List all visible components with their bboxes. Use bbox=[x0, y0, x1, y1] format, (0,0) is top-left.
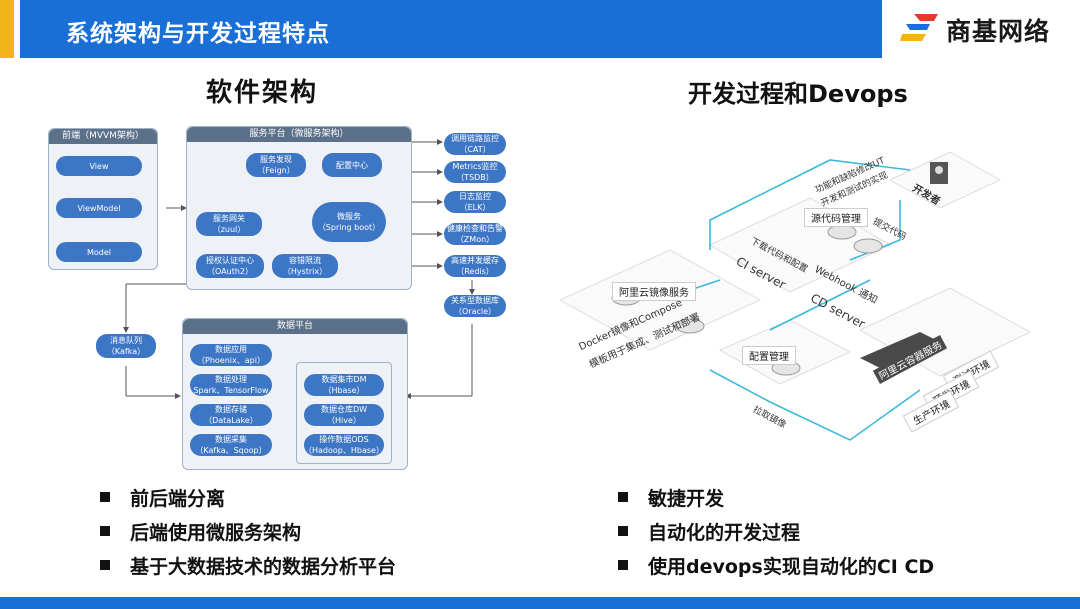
microservice-pill: 微服务 （Spring boot） bbox=[312, 202, 386, 242]
gateway-label: 服务网关 bbox=[213, 214, 245, 223]
data-storage-sub: （DataLake） bbox=[204, 416, 258, 425]
auth-center-sub: （OAuth2） bbox=[207, 267, 253, 276]
data-collection-pill: 数据采集 （Kafka、Sqoop） bbox=[190, 434, 272, 456]
header-accent bbox=[0, 0, 14, 58]
gateway-pill: 服务网关 （zuul） bbox=[196, 212, 262, 236]
data-processing-sub: Spark、TensorFlow bbox=[193, 386, 269, 395]
right-bullet-2-text: 自动化的开发过程 bbox=[648, 522, 801, 544]
data-storage-pill: 数据存储 （DataLake） bbox=[190, 404, 272, 426]
service-discovery-pill: 服务发现 （Feign） bbox=[246, 153, 306, 177]
bullet-square-icon bbox=[100, 492, 110, 502]
hystrix-pill: 容错限流 （Hystrix） bbox=[272, 254, 338, 278]
left-bullet-2: 后端使用微服务架构 bbox=[100, 518, 301, 545]
view-pill: View bbox=[56, 156, 142, 176]
right-bullet-2: 自动化的开发过程 bbox=[618, 518, 800, 545]
bullet-square-icon bbox=[618, 526, 628, 536]
ods-label: 操作数据ODS bbox=[319, 435, 369, 444]
monitor-zmon-label: 健康检查和告警 bbox=[447, 224, 503, 233]
db-oracle-sub: （Oracle） bbox=[453, 307, 497, 316]
monitor-elk-label: 日志监控 bbox=[459, 192, 491, 201]
data-platform-title: 数据平台 bbox=[183, 319, 407, 334]
left-bullet-1: 前后端分离 bbox=[100, 484, 225, 511]
monitor-zmon: 健康检查和告警 （ZMon） bbox=[444, 223, 506, 245]
data-warehouse-label: 数据仓库DW bbox=[320, 405, 368, 414]
microservice-sub: （Spring boot） bbox=[317, 223, 381, 232]
monitor-tsdb-sub: （TSDB） bbox=[456, 173, 494, 182]
logo-icon bbox=[900, 14, 938, 41]
cache-redis: 高速并发缓存 （Redis） bbox=[444, 255, 506, 277]
monitor-cat-sub: （CAT） bbox=[459, 145, 491, 154]
data-mart-pill: 数据集市DM （Hbase） bbox=[304, 374, 384, 396]
message-queue-pill: 消息队列 （Kafka） bbox=[96, 334, 156, 358]
right-bullet-3-text: 使用devops实现自动化的CI CD bbox=[648, 556, 935, 578]
hystrix-label: 容错限流 bbox=[289, 256, 321, 265]
left-bullet-3-text: 基于大数据技术的数据分析平台 bbox=[130, 556, 397, 578]
left-bullet-1-text: 前后端分离 bbox=[130, 488, 226, 510]
service-discovery-sub: （Feign） bbox=[257, 166, 295, 175]
right-bullet-1-text: 敏捷开发 bbox=[648, 488, 725, 510]
data-app-label: 数据应用 bbox=[215, 345, 247, 354]
service-discovery-label: 服务发现 bbox=[260, 155, 292, 164]
data-mart-sub: （Hbase） bbox=[323, 386, 365, 395]
bullet-square-icon bbox=[100, 560, 110, 570]
monitor-tsdb-label: Metrics监控 bbox=[452, 162, 498, 171]
data-mart-label: 数据集市DM bbox=[321, 375, 367, 384]
monitor-zmon-sub: （ZMon） bbox=[455, 235, 495, 244]
aliyun-registry-label: 阿里云镜像服务 bbox=[612, 282, 696, 301]
company-logo: 商基网络 bbox=[896, 6, 1076, 50]
message-queue-sub: （Kafka） bbox=[106, 347, 146, 356]
monitor-cat-label: 调用链路监控 bbox=[451, 134, 499, 143]
monitor-tsdb: Metrics监控 （TSDB） bbox=[444, 161, 506, 183]
data-app-sub: （Phoenix、api） bbox=[197, 356, 265, 365]
hystrix-sub: （Hystrix） bbox=[282, 267, 328, 276]
service-platform-title: 服务平台（微服务架构） bbox=[187, 127, 411, 142]
header-bar bbox=[20, 0, 882, 58]
data-processing-label: 数据处理 bbox=[215, 375, 247, 384]
left-bullet-2-text: 后端使用微服务架构 bbox=[130, 522, 302, 544]
data-collection-label: 数据采集 bbox=[215, 435, 247, 444]
footer-bar bbox=[0, 597, 1080, 609]
viewmodel-pill: ViewModel bbox=[56, 198, 142, 218]
config-center-pill: 配置中心 bbox=[322, 153, 382, 177]
slide-title: 系统架构与开发过程特点 bbox=[66, 21, 330, 47]
data-storage-label: 数据存储 bbox=[215, 405, 247, 414]
cache-redis-label: 高速并发缓存 bbox=[451, 256, 499, 265]
right-bullet-3: 使用devops实现自动化的CI CD bbox=[618, 552, 934, 579]
auth-center-label: 授权认证中心 bbox=[206, 256, 254, 265]
bullet-square-icon bbox=[618, 560, 628, 570]
monitor-elk-sub: （ELK） bbox=[459, 203, 491, 212]
logo-text: 商基网络 bbox=[946, 17, 1051, 46]
data-warehouse-group bbox=[296, 362, 392, 464]
data-processing-pill: 数据处理 Spark、TensorFlow bbox=[190, 374, 272, 396]
db-oracle: 关系型数据库 （Oracle） bbox=[444, 295, 506, 317]
data-warehouse-pill: 数据仓库DW （Hive） bbox=[304, 404, 384, 426]
gateway-sub: （zuul） bbox=[212, 225, 246, 234]
data-app-pill: 数据应用 （Phoenix、api） bbox=[190, 344, 272, 366]
auth-center-pill: 授权认证中心 （OAuth2） bbox=[196, 254, 264, 278]
bullet-square-icon bbox=[618, 492, 628, 502]
source-code-label: 源代码管理 bbox=[804, 208, 868, 227]
left-bullet-3: 基于大数据技术的数据分析平台 bbox=[100, 552, 396, 579]
db-oracle-label: 关系型数据库 bbox=[451, 296, 499, 305]
frontend-panel-title: 前端（MVVM架构） bbox=[49, 129, 157, 144]
ods-pill: 操作数据ODS （Hadoop、Hbase） bbox=[304, 434, 384, 456]
data-collection-sub: （Kafka、Sqoop） bbox=[195, 446, 267, 455]
right-bullet-1: 敏捷开发 bbox=[618, 484, 724, 511]
ods-sub: （Hadoop、Hbase） bbox=[304, 446, 384, 455]
devops-title: 开发过程和Devops bbox=[688, 80, 908, 108]
microservice-label: 微服务 bbox=[337, 212, 361, 221]
config-management-label: 配置管理 bbox=[742, 346, 796, 365]
cache-redis-sub: （Redis） bbox=[456, 267, 494, 276]
monitor-cat: 调用链路监控 （CAT） bbox=[444, 133, 506, 155]
monitor-elk: 日志监控 （ELK） bbox=[444, 191, 506, 213]
software-architecture-title: 软件架构 bbox=[206, 78, 319, 108]
data-warehouse-sub: （Hive） bbox=[327, 416, 361, 425]
bullet-square-icon bbox=[100, 526, 110, 536]
message-queue-label: 消息队列 bbox=[110, 336, 142, 345]
model-pill: Model bbox=[56, 242, 142, 262]
